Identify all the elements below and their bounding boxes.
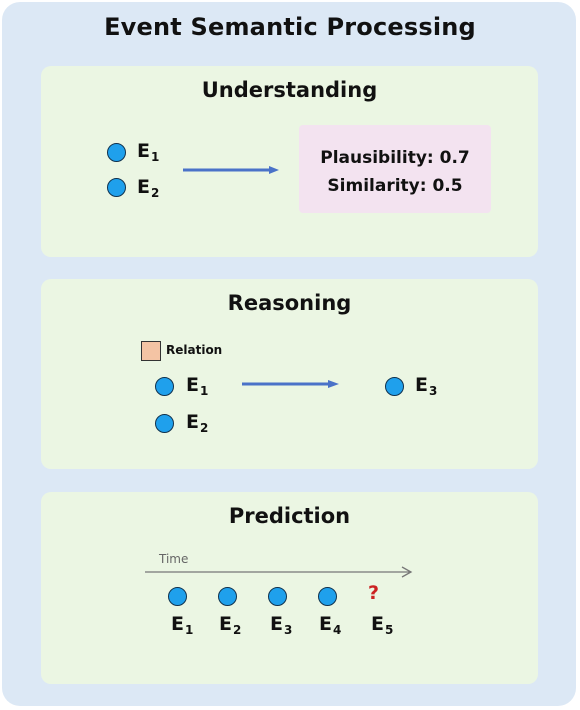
- reasoning-output-node: [385, 377, 404, 396]
- prediction-event-node-2: [218, 587, 237, 606]
- understanding-title: Understanding: [201, 78, 378, 102]
- reasoning-panel: Reasoning: [41, 279, 538, 469]
- prediction-event-node-4: [318, 587, 337, 606]
- metrics-box: Plausibility: 0.7 Similarity: 0.5: [299, 125, 491, 213]
- understanding-event-node-1: [107, 143, 126, 162]
- prediction-panel: Prediction: [41, 492, 538, 684]
- prediction-event-label-1: E1: [171, 613, 194, 637]
- reasoning-arrow: [242, 380, 339, 388]
- relation-legend-label: Relation: [166, 343, 223, 357]
- prediction-event-node-3: [268, 587, 287, 606]
- unknown-event-marker: ?: [368, 582, 380, 604]
- prediction-title: Prediction: [228, 504, 351, 528]
- reasoning-input-node-1: [155, 377, 174, 396]
- prediction-event-label-2: E2: [219, 613, 242, 637]
- prediction-event-label-4: E4: [319, 613, 342, 637]
- prediction-event-label-5: E5: [371, 613, 394, 637]
- prediction-event-label-3: E3: [270, 613, 293, 637]
- reasoning-input-node-2: [155, 414, 174, 433]
- reasoning-title: Reasoning: [227, 291, 352, 315]
- time-axis-label: Time: [159, 552, 189, 566]
- reasoning-input-label-2: E2: [186, 411, 209, 435]
- understanding-event-node-2: [107, 178, 126, 197]
- similarity-score: Similarity: 0.5: [327, 176, 463, 196]
- understanding-event-label-2: E2: [137, 176, 160, 200]
- diagram-title: Event Semantic Processing: [104, 13, 476, 41]
- time-axis-arrow: [145, 566, 413, 578]
- prediction-event-node-1: [168, 587, 187, 606]
- understanding-arrow: [183, 166, 279, 174]
- understanding-event-label-1: E1: [137, 140, 160, 164]
- reasoning-output-label: E3: [415, 374, 438, 398]
- reasoning-input-label-1: E1: [186, 374, 209, 398]
- plausibility-score: Plausibility: 0.7: [320, 148, 470, 168]
- relation-legend-swatch: [141, 341, 161, 361]
